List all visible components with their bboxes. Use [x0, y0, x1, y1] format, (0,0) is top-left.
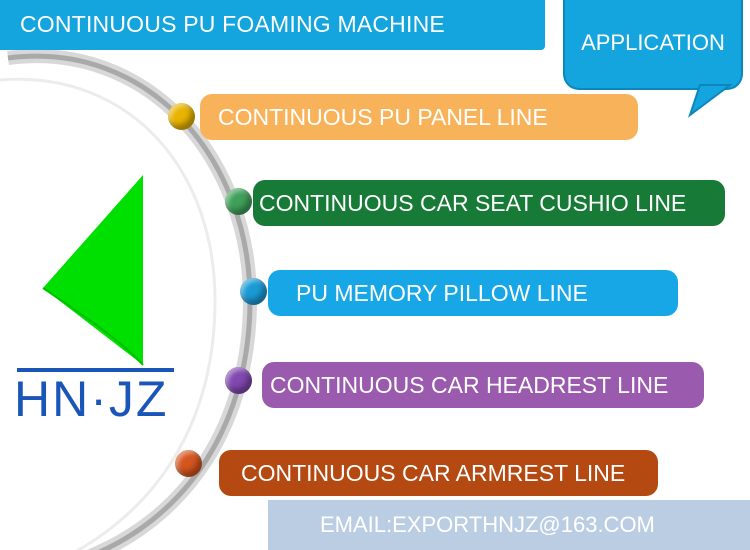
logo-underline: [17, 368, 174, 372]
email-text: EMAIL:EXPORTHNJZ@163.COM: [320, 512, 655, 537]
item-label: CONTINUOUS CAR ARMREST LINE: [241, 460, 626, 486]
item-dot-panel-line: [168, 103, 195, 130]
application-label: APPLICATION: [581, 30, 725, 55]
logo-text: HN·JZ: [14, 371, 169, 427]
item-armrest-line[interactable]: CONTINUOUS CAR ARMREST LINE: [219, 450, 658, 496]
application-callout: APPLICATION: [563, 0, 743, 90]
footer-bar: EMAIL:EXPORTHNJZ@163.COM: [268, 500, 750, 550]
item-label: CONTINUOUS CAR SEAT CUSHIO LINE: [259, 190, 687, 216]
item-panel-line[interactable]: CONTINUOUS PU PANEL LINE: [200, 94, 638, 140]
item-label: PU MEMORY PILLOW LINE: [296, 280, 588, 306]
item-dot-armrest-line: [175, 450, 202, 477]
item-label: CONTINUOUS CAR HEADREST LINE: [270, 372, 669, 398]
item-headrest-line[interactable]: CONTINUOUS CAR HEADREST LINE: [262, 362, 704, 408]
logo-triangle-icon: [42, 175, 144, 366]
item-dot-car-seat-line: [225, 188, 252, 215]
item-car-seat-line[interactable]: CONTINUOUS CAR SEAT CUSHIO LINE: [253, 180, 725, 226]
item-label: CONTINUOUS PU PANEL LINE: [218, 104, 548, 130]
header-bar: CONTINUOUS PU FOAMING MACHINE: [0, 0, 545, 50]
item-dot-memory-pillow-line: [240, 278, 267, 305]
page-title: CONTINUOUS PU FOAMING MACHINE: [20, 11, 445, 37]
item-memory-pillow-line[interactable]: PU MEMORY PILLOW LINE: [268, 270, 678, 316]
item-dot-headrest-line: [225, 367, 252, 394]
